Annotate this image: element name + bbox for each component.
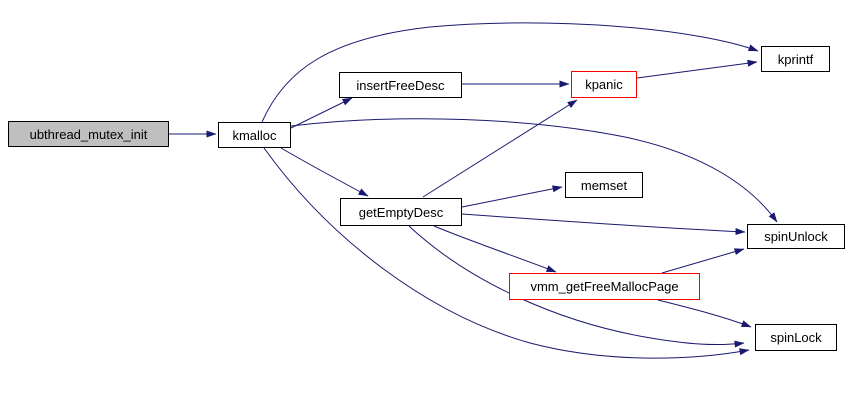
edge-vmm_getFreeMallocPage-to-spinLock: [657, 299, 752, 328]
edge-vmm_getFreeMallocPage-to-spinUnlock: [661, 248, 745, 274]
node-insertFreeDesc[interactable]: insertFreeDesc: [339, 72, 462, 98]
edge-kmalloc-to-spinUnlock: [290, 118, 778, 223]
node-spinLock[interactable]: spinLock: [755, 324, 837, 351]
edge-getEmptyDesc-to-vmm_getFreeMallocPage: [433, 225, 557, 273]
edge-getEmptyDesc-to-spinLock: [408, 225, 745, 348]
node-memset[interactable]: memset: [565, 172, 643, 198]
node-ubthread_mutex_init: ubthread_mutex_init: [8, 121, 169, 147]
edge-getEmptyDesc-to-memset: [461, 185, 563, 208]
node-kmalloc[interactable]: kmalloc: [218, 122, 291, 148]
edge-getEmptyDesc-to-spinUnlock: [461, 213, 746, 236]
edge-getEmptyDesc-to-kpanic: [422, 99, 578, 198]
edge-kmalloc-to-insertFreeDesc: [290, 97, 353, 129]
edge-kmalloc-to-spinLock: [263, 147, 750, 359]
node-kprintf[interactable]: kprintf: [761, 46, 830, 72]
edge-kpanic-to-kprintf: [636, 59, 758, 79]
edge-kmalloc-to-kprintf: [261, 22, 759, 123]
node-spinUnlock[interactable]: spinUnlock: [747, 224, 845, 249]
node-kpanic[interactable]: kpanic: [571, 71, 637, 98]
node-getEmptyDesc[interactable]: getEmptyDesc: [340, 198, 462, 226]
node-vmm_getFreeMallocPage[interactable]: vmm_getFreeMallocPage: [509, 273, 700, 300]
edge-kmalloc-to-getEmptyDesc: [280, 147, 369, 197]
